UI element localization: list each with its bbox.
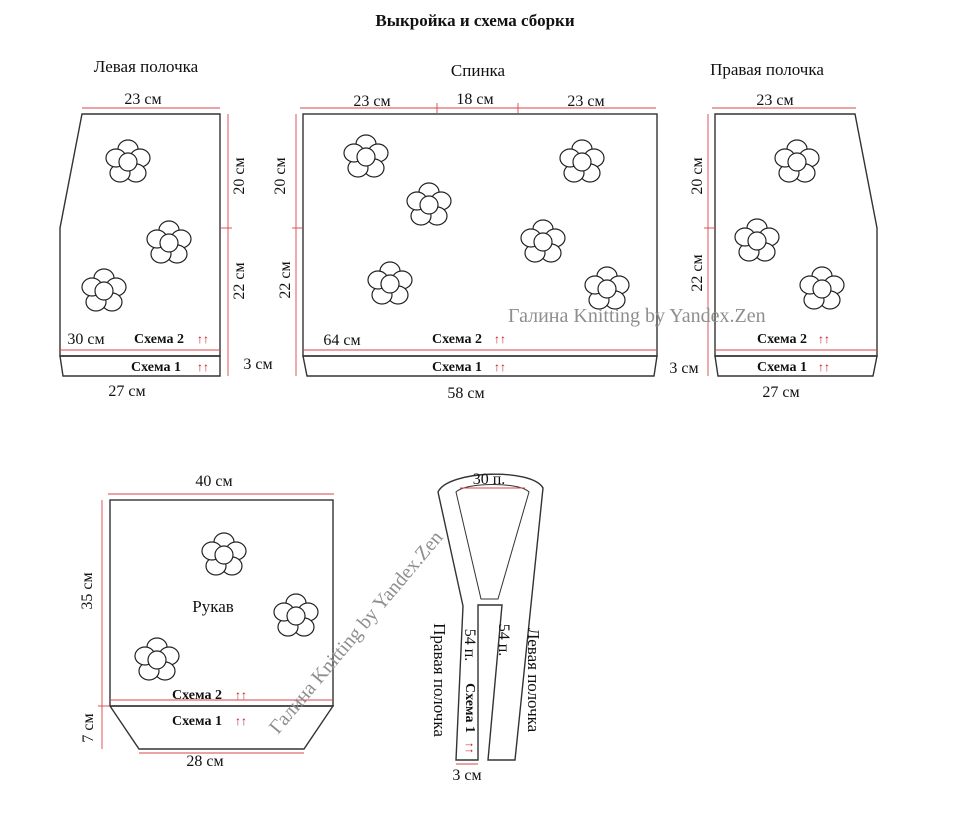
right-front-scheme1-arrows: ↑↑ <box>818 360 830 374</box>
back-piece: Спинка 23 см 18 см 23 см 20 см 22 см 3 с… <box>272 61 699 402</box>
flower-icon <box>559 139 605 183</box>
back-bottom-width: 58 см <box>447 385 484 402</box>
sleeve-height-lower: 7 см <box>80 713 97 742</box>
right-front-bottom-width: 27 см <box>762 384 799 401</box>
sleeve-bottom-width: 28 см <box>186 753 223 770</box>
flower-icon <box>406 182 452 226</box>
left-front-bottom-width: 27 см <box>108 383 145 400</box>
back-height-mid: 22 см <box>277 261 294 298</box>
left-front-top-width: 23 см <box>124 91 161 108</box>
back-mid-width: 64 см <box>323 332 360 349</box>
band-right-side-label: Правая полочка <box>430 623 449 737</box>
left-front-rib <box>59 355 221 377</box>
right-front-height-upper: 20 см <box>689 157 706 194</box>
sleeve-scheme2: Схема 2 <box>172 688 222 703</box>
band-scheme1: Схема 1 <box>462 683 477 733</box>
left-front-mid-width: 30 см <box>67 331 104 348</box>
band-right-count: 54 п. <box>461 629 478 662</box>
flower-icon <box>734 218 780 262</box>
front-band-piece: 30 п. Правая полочка Левая полочка 54 п.… <box>430 471 544 784</box>
back-scheme1-arrows: ↑↑ <box>494 360 506 374</box>
sleeve-height-upper: 35 см <box>79 572 96 609</box>
left-front-piece: Левая полочка 23 см 20 см 22 см 3 см 30 … <box>59 57 273 400</box>
band-scheme1-arrows: ↑↑ <box>463 742 477 754</box>
flower-icon <box>799 266 845 310</box>
back-rib <box>302 355 658 377</box>
flower-icon <box>201 532 247 576</box>
back-title: Спинка <box>451 61 506 80</box>
band-left-count: 54 п. <box>495 624 512 657</box>
left-front-scheme2-arrows: ↑↑ <box>197 332 209 346</box>
right-front-scheme1: Схема 1 <box>757 360 807 375</box>
back-height-lower: 3 см <box>669 360 698 377</box>
band-left-side-label: Левая полочка <box>524 628 543 733</box>
left-front-scheme1: Схема 1 <box>131 360 181 375</box>
band-inner-outline <box>455 484 530 600</box>
right-front-piece: Правая полочка 23 см 20 см 22 см Схема 2… <box>689 60 878 401</box>
left-front-height-mid: 22 см <box>231 262 248 299</box>
left-front-height-lower: 3 см <box>243 356 272 373</box>
flower-icon <box>273 593 319 637</box>
left-front-title: Левая полочка <box>94 57 199 76</box>
right-front-top-width: 23 см <box>756 92 793 109</box>
sleeve-scheme1-arrows: ↑↑ <box>235 714 247 728</box>
flower-icon <box>343 134 389 178</box>
sleeve-scheme1: Схема 1 <box>172 714 222 729</box>
right-front-outline <box>714 113 878 357</box>
flower-icon <box>146 220 192 264</box>
right-front-rib <box>714 355 878 377</box>
flower-icon <box>367 261 413 305</box>
sleeve-scheme2-arrows: ↑↑ <box>235 688 247 702</box>
left-front-height-upper: 20 см <box>231 157 248 194</box>
back-height-upper: 20 см <box>272 157 289 194</box>
sleeve-title: Рукав <box>192 597 234 616</box>
back-top-left: 23 см <box>353 93 390 110</box>
watermark-horizontal: Галина Knitting by Yandex.Zen <box>508 305 766 327</box>
sleeve-cuff <box>108 705 335 750</box>
left-front-scheme2: Схема 2 <box>134 332 184 347</box>
back-scheme1: Схема 1 <box>432 360 482 375</box>
right-front-scheme2: Схема 2 <box>757 332 807 347</box>
right-front-height-mid: 22 см <box>689 254 706 291</box>
flower-icon <box>105 139 151 183</box>
band-bottom-width: 3 см <box>452 767 481 784</box>
back-top-mid: 18 см <box>456 91 493 108</box>
back-scheme2: Схема 2 <box>432 332 482 347</box>
flower-icon <box>81 268 127 312</box>
band-outer-outline <box>437 473 544 761</box>
band-top-count: 30 п. <box>473 471 506 488</box>
right-front-scheme2-arrows: ↑↑ <box>818 332 830 346</box>
flower-icon <box>520 219 566 263</box>
sleeve-piece: 40 см 35 см 7 см Рукав Схема 2 ↑↑ Схема … <box>79 473 335 770</box>
left-front-scheme1-arrows: ↑↑ <box>197 360 209 374</box>
flower-icon <box>584 266 630 310</box>
back-scheme2-arrows: ↑↑ <box>494 332 506 346</box>
flower-icon <box>774 139 820 183</box>
back-top-right: 23 см <box>567 93 604 110</box>
sleeve-top-width: 40 см <box>195 473 232 490</box>
flower-icon <box>134 637 180 681</box>
right-front-title: Правая полочка <box>710 60 824 79</box>
page-title: Выкройка и схема сборки <box>375 11 574 30</box>
